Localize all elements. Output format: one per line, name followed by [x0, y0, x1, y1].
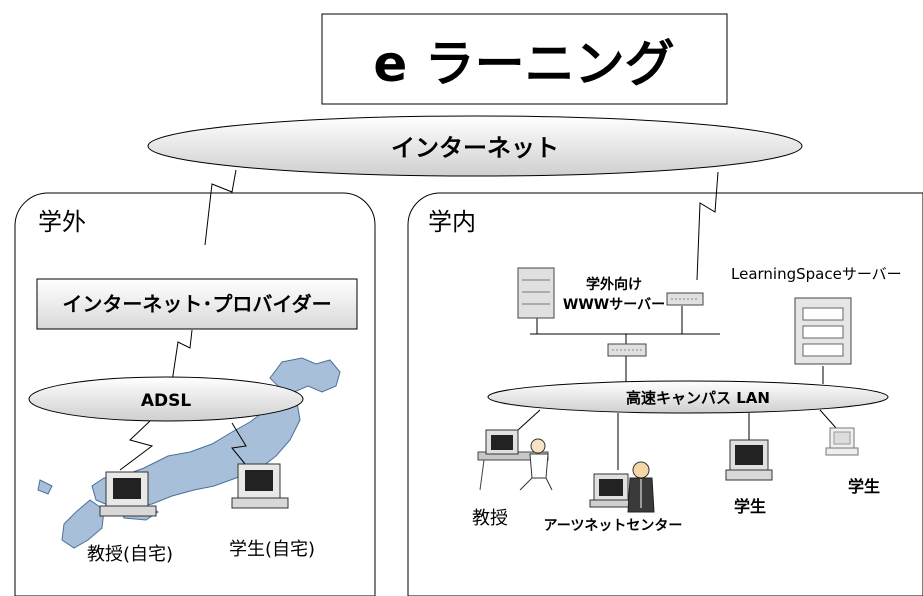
learningspace-server-label: LearningSpaceサーバー — [731, 265, 902, 283]
www-server-label-line2: WWWサーバー — [563, 297, 665, 313]
www-server-icon — [517, 267, 555, 319]
student2-label: 学生 — [848, 477, 880, 496]
student-computer-icon — [725, 439, 773, 481]
provider-label: インターネット･プロバイダー — [62, 292, 331, 316]
hub-icon — [666, 292, 704, 306]
www-server-label-line1: 学外向け — [586, 276, 642, 293]
student2-computer-icon — [825, 427, 859, 456]
adsl-to-professor-home-link — [119, 420, 154, 471]
professor-label: 教授 — [472, 508, 508, 529]
learningspace-server-icon — [794, 297, 852, 365]
professor-home-label: 教授(自宅) — [87, 544, 173, 565]
professor-home-computer-icon — [99, 471, 157, 517]
arts-center-operator-icon — [589, 461, 655, 513]
internet-label: インターネット — [391, 134, 559, 162]
adsl-to-student-home-link — [231, 422, 251, 471]
lan-to-professor-link — [517, 409, 541, 431]
arts-center-label: アーツネットセンター — [544, 518, 683, 534]
off-campus-label: 学外 — [38, 208, 86, 236]
student-home-computer-icon — [231, 463, 289, 509]
router-icon — [607, 343, 647, 357]
internet-to-oncampus-link — [696, 171, 719, 281]
internet-provider-box: インターネット･プロバイダー — [36, 278, 358, 330]
student-label: 学生 — [734, 497, 766, 516]
internet-to-offcampus-link — [204, 169, 237, 246]
title-box: e ラーニング — [321, 13, 728, 105]
adsl-cloud: ADSL — [28, 376, 304, 422]
provider-to-adsl-link — [171, 329, 193, 383]
page-title: e ラーニング — [373, 35, 674, 93]
campus-lan-label: 高速キャンパス LAN — [626, 389, 770, 407]
professor-at-desk-icon — [477, 429, 553, 491]
adsl-label: ADSL — [141, 391, 192, 411]
internet-cloud: インターネット — [147, 115, 803, 177]
student-home-label: 学生(自宅) — [229, 539, 315, 560]
on-campus-label: 学内 — [428, 208, 476, 236]
lan-to-student2-link — [819, 409, 837, 429]
campus-lan-cloud: 高速キャンパス LAN — [487, 380, 889, 414]
